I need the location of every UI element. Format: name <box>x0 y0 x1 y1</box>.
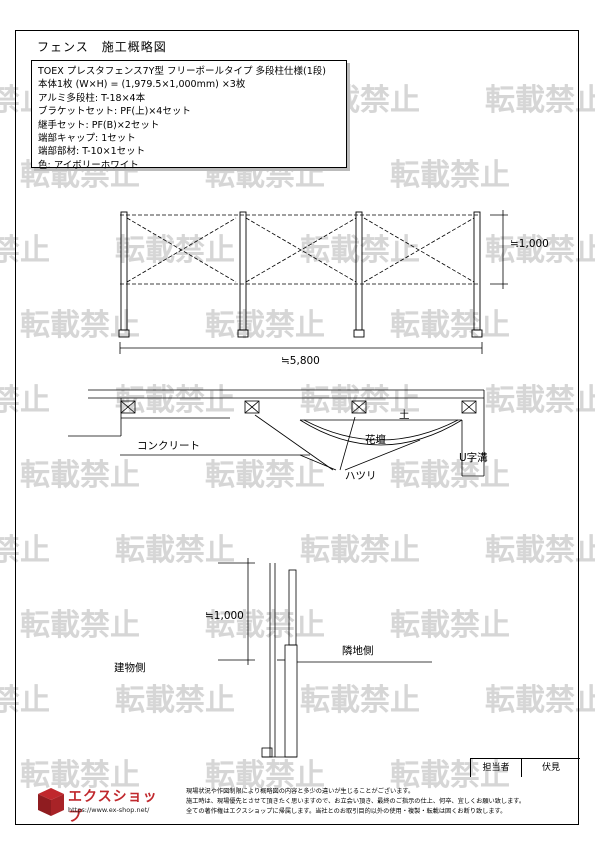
section-height-dimension: ≒1,000 <box>205 610 244 622</box>
label-u-gutter: U字溝 <box>459 452 488 464</box>
person-name: 伏見 <box>541 763 560 773</box>
logo-url: https://www.ex-shop.net/ <box>68 806 150 814</box>
spec-line: 継手セット: PF(B)×2セット <box>38 119 160 131</box>
label-chipping: ハツリ <box>345 470 377 482</box>
person-table: 担当者 伏見 <box>470 758 580 777</box>
fence-section <box>218 558 432 758</box>
company-logo: エクスショップ https://www.ex-shop.net/ <box>30 782 170 825</box>
note-line: 全ての著作権はエクスショップに帰属します。当社とのお取引目的以外の使用・複製・転… <box>186 808 507 815</box>
spec-line: 端部部材: T-10×1セット <box>38 146 146 158</box>
spec-line: 本体1枚 (W×H) = (1,979.5×1,000mm) ×3枚 <box>38 79 246 91</box>
drawing-frame <box>15 30 579 825</box>
label-concrete: コンクリート <box>137 440 200 452</box>
person-label: 担当者 <box>471 759 522 777</box>
note-line: 現場状況や作図制限により概略図の内容と多少の違いが生じることがございます。 <box>186 788 415 795</box>
label-neighbor-side: 隣地側 <box>342 645 374 657</box>
label-flowerbed: 花壇 <box>365 434 386 446</box>
footer-notes: 現場状況や作図制限により概略図の内容と多少の違いが生じることがございます。 施工… <box>186 787 571 817</box>
label-building-side: 建物側 <box>114 662 146 674</box>
logo-name: エクスショップ <box>68 789 158 825</box>
spec-line: 色: アイボリーホワイト <box>38 159 139 171</box>
box-logo-icon <box>38 788 64 816</box>
fence-elevation <box>118 210 508 354</box>
page-title: フェンス 施工概略図 <box>37 40 167 54</box>
note-line: 施工時は、現場優先とさせて頂きたく思いますので、お立会い頂き、最終のご指示の仕上… <box>186 798 526 805</box>
spec-line: TOEX プレスタフェンス7Y型 フリーポールタイプ 多段柱仕様(1段) <box>38 66 326 77</box>
spec-line: ブラケットセット: PF(上)×4セット <box>38 106 191 118</box>
fence-plan <box>68 389 485 477</box>
spec-line: アルミ多段柱: T-18×4本 <box>38 92 146 104</box>
height-dimension: ≒1,000 <box>510 238 549 250</box>
width-dimension: ≒5,800 <box>281 355 320 367</box>
spec-box: TOEX プレスタフェンス7Y型 フリーポールタイプ 多段柱仕様(1段) 本体1… <box>31 60 347 171</box>
label-soil: 土 <box>399 409 410 421</box>
spec-line: 端部キャップ: 1セット <box>38 133 136 145</box>
